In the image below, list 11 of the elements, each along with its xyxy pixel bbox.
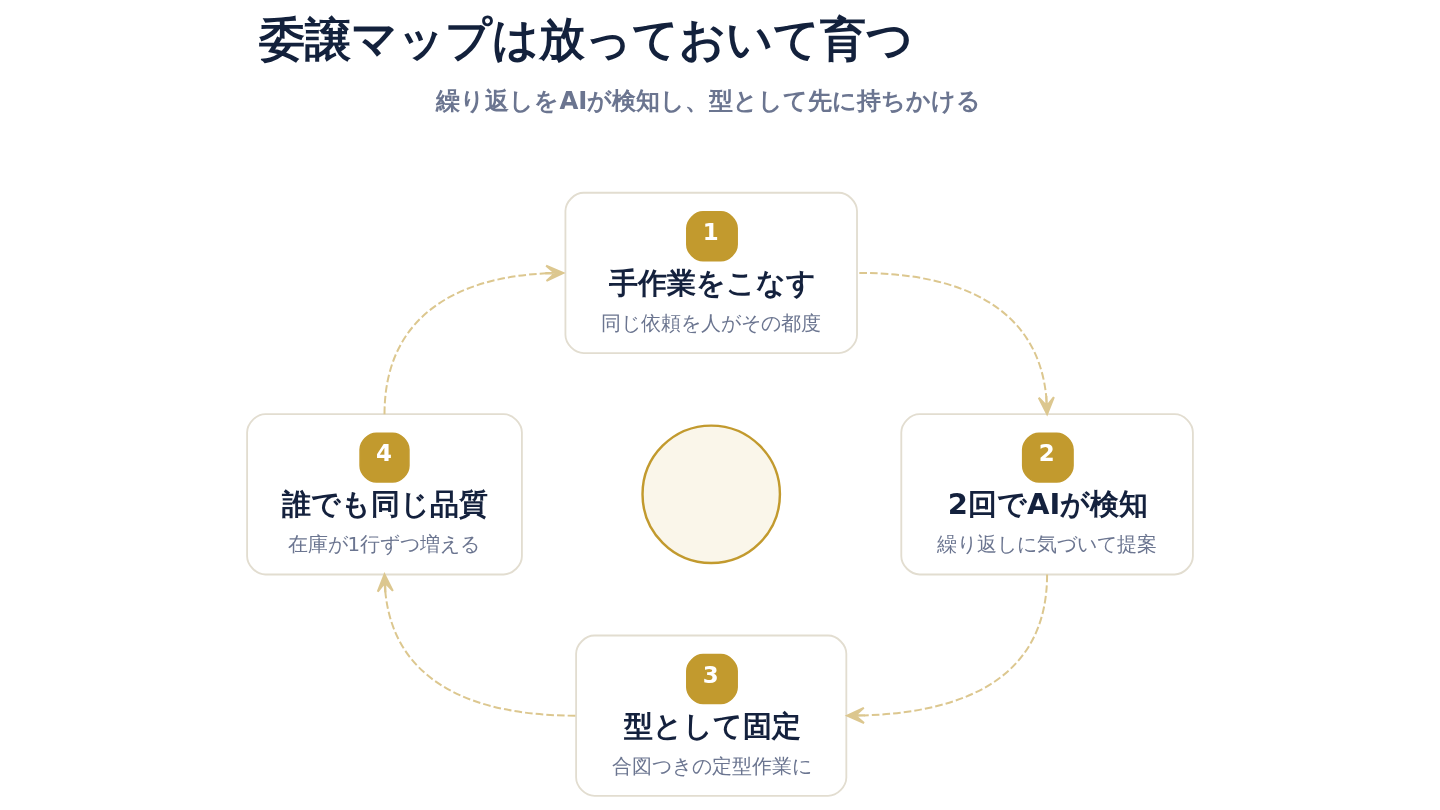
arrow [383, 264, 565, 416]
node-box: 1 手作業をこなす 同じ依頼を人がその都度 [564, 191, 858, 354]
arrow [846, 573, 1049, 724]
node-box: 3 型として固定 合図つきの定型作業に [575, 634, 848, 797]
node-box: 4 誰でも同じ品質 在庫が1行ずつ増える [246, 413, 523, 576]
diagram-title: 委譲マップは放っておいて育つ [259, 12, 914, 67]
node-box: 2 2回でAIが検知 繰り返しに気づいて提案 [900, 413, 1194, 576]
label: 繰り返しをAIが検知し、型として先に持ちかける [436, 85, 982, 115]
arrow [376, 573, 577, 717]
node-circle [641, 424, 782, 565]
arrow [858, 271, 1055, 416]
